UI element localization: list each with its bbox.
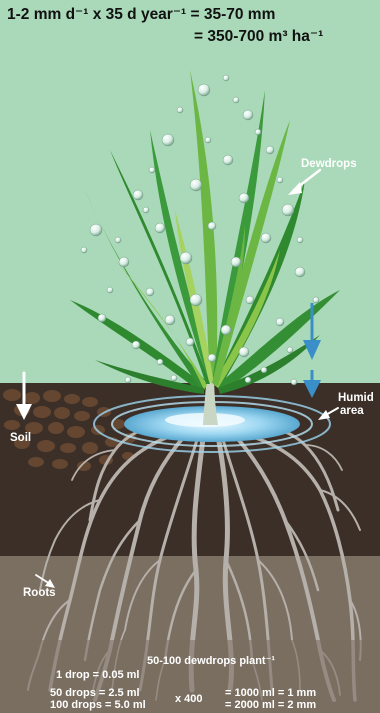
soil-label: Soil: [10, 432, 31, 444]
humid-area-label-line1: Humid: [338, 392, 374, 404]
humid-area-label-line2: area: [340, 405, 364, 417]
result-two-mm: = 2000 ml = 2 mm: [225, 700, 316, 712]
dewdrops-label: Dewdrops: [301, 158, 357, 170]
dewdrops-per-plant: 50-100 dewdrops plant⁻¹: [147, 656, 275, 668]
one-drop-volume: 1 drop = 0.05 ml: [56, 670, 139, 682]
result-one-mm: = 1000 ml = 1 mm: [225, 688, 316, 700]
header-equation-line1: 1-2 mm d⁻¹ x 35 d year⁻¹ = 35-70 mm: [7, 7, 275, 23]
sky-background: [0, 0, 380, 385]
fifty-drops-volume: 50 drops = 2.5 ml: [50, 688, 140, 700]
multiplier: x 400: [175, 694, 203, 706]
roots-label: Roots: [23, 587, 56, 599]
header-equation-line2: = 350-700 m³ ha⁻¹: [194, 29, 323, 45]
hundred-drops-volume: 100 drops = 5.0 ml: [50, 700, 146, 712]
